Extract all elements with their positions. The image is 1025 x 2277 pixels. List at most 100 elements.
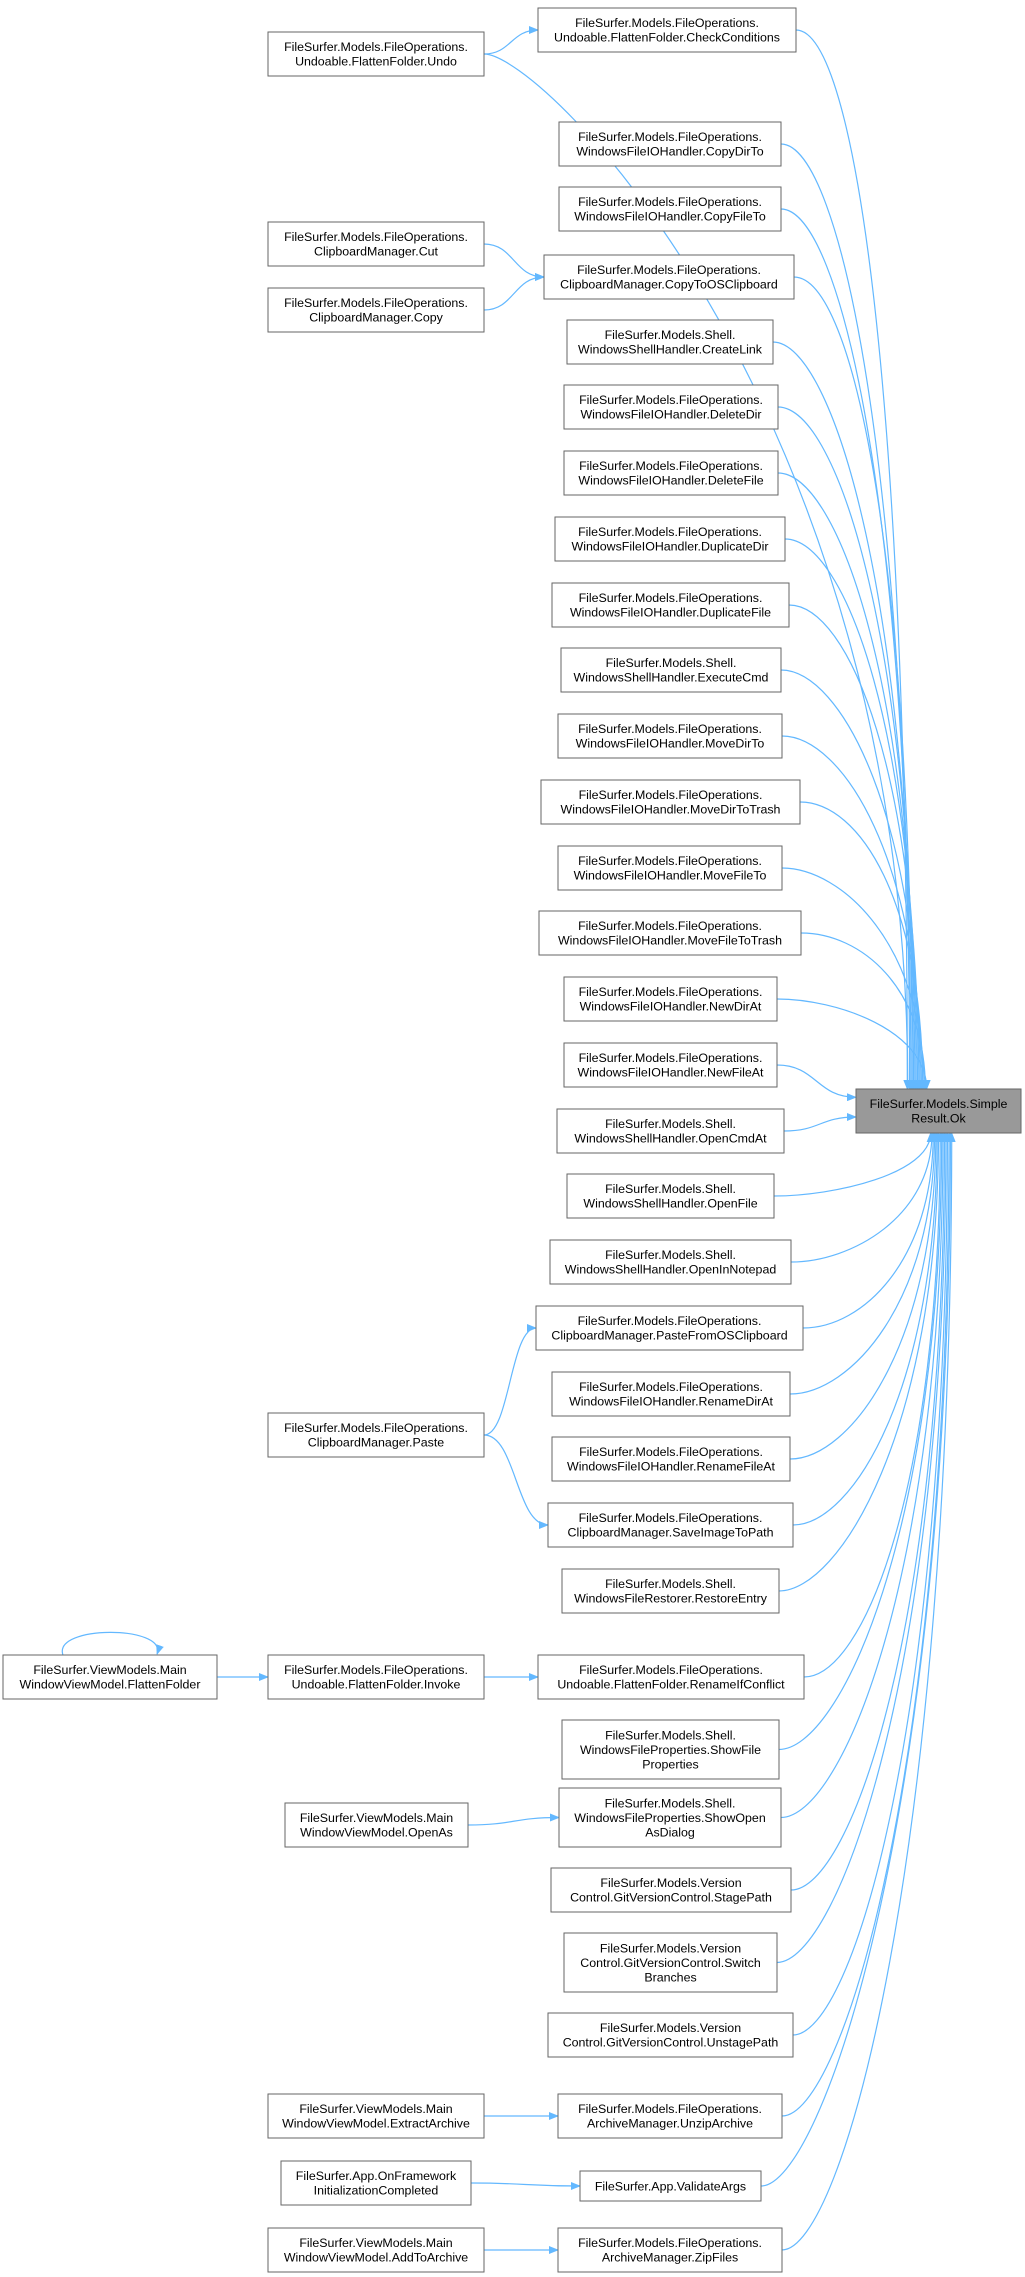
node-box[interactable] (579, 2170, 762, 2202)
node-cb-pastefrom[interactable]: FileSurfer.Models.FileOperations.Clipboa… (535, 1305, 804, 1351)
node-showopenas[interactable]: FileSurfer.Models.Shell.WindowsFilePrope… (558, 1787, 782, 1848)
node-box[interactable] (554, 516, 786, 562)
node-box[interactable] (560, 647, 782, 693)
node-box[interactable] (551, 1436, 791, 1482)
edge-zip-to-ok (781, 1132, 956, 2251)
node-movedir[interactable]: FileSurfer.Models.FileOperations.Windows… (557, 713, 783, 759)
node-label-line: FileSurfer.Models.FileOperations. (284, 296, 468, 310)
node-opennotepad[interactable]: FileSurfer.Models.Shell.WindowsShellHand… (549, 1239, 792, 1285)
node-fl-check[interactable]: FileSurfer.Models.FileOperations.Undoabl… (537, 7, 797, 53)
node-box[interactable] (537, 7, 797, 53)
node-fl-invoke[interactable]: FileSurfer.Models.FileOperations.Undoabl… (267, 1654, 485, 1700)
node-newdir[interactable]: FileSurfer.Models.FileOperations.Windows… (563, 976, 778, 1022)
node-box[interactable] (267, 1654, 485, 1700)
node-box[interactable] (535, 1305, 804, 1351)
node-box[interactable] (543, 254, 795, 300)
edge-movefiletrash-to-ok (800, 932, 930, 1090)
node-box[interactable] (267, 1412, 485, 1458)
node-box[interactable] (561, 1719, 780, 1780)
node-dupfile[interactable]: FileSurfer.Models.FileOperations.Windows… (551, 582, 790, 628)
node-box[interactable] (538, 910, 802, 956)
node-box[interactable] (557, 2093, 783, 2139)
node-deletedir[interactable]: FileSurfer.Models.FileOperations.Windows… (563, 384, 779, 430)
node-validate[interactable]: FileSurfer.App.ValidateArgs (579, 2170, 762, 2202)
node-fl-rename[interactable]: FileSurfer.Models.FileOperations.Undoabl… (537, 1654, 805, 1700)
node-unzip[interactable]: FileSurfer.Models.FileOperations.Archive… (557, 2093, 783, 2139)
node-box[interactable] (267, 2093, 485, 2139)
edge-newfile-to-ok (776, 1064, 857, 1102)
node-box[interactable] (561, 1568, 780, 1614)
node-deletefile[interactable]: FileSurfer.Models.FileOperations.Windows… (563, 450, 779, 496)
node-label-line: WindowsFileIOHandler.NewDirAt (580, 1000, 762, 1014)
edge-cb_paste-to-cb_pastefrom (483, 1324, 537, 1436)
edge-cb_copy-to-cb_toos (483, 273, 545, 311)
node-box[interactable] (267, 31, 485, 77)
node-box[interactable] (557, 845, 783, 891)
node-box[interactable] (558, 121, 782, 167)
node-box[interactable] (267, 2227, 485, 2273)
node-stage[interactable]: FileSurfer.Models.VersionControl.GitVers… (550, 1867, 792, 1913)
node-movefiletrash[interactable]: FileSurfer.Models.FileOperations.Windows… (538, 910, 802, 956)
node-restore[interactable]: FileSurfer.Models.Shell.WindowsFileResto… (561, 1568, 780, 1614)
node-copydir[interactable]: FileSurfer.Models.FileOperations.Windows… (558, 121, 782, 167)
node-box[interactable] (566, 319, 774, 365)
node-vm-addarchive[interactable]: FileSurfer.ViewModels.MainWindowViewMode… (267, 2227, 485, 2273)
edge-cb_paste-to-cb_saveimg (483, 1434, 549, 1529)
node-vm-flatten[interactable]: FileSurfer.ViewModels.MainWindowViewMode… (2, 1654, 218, 1700)
node-box[interactable] (540, 779, 801, 825)
node-vm-openas[interactable]: FileSurfer.ViewModels.MainWindowViewMode… (284, 1802, 469, 1848)
node-showprops[interactable]: FileSurfer.Models.Shell.WindowsFilePrope… (561, 1719, 780, 1780)
node-box[interactable] (280, 2160, 472, 2206)
node-vm-extract[interactable]: FileSurfer.ViewModels.MainWindowViewMode… (267, 2093, 485, 2139)
node-createlink[interactable]: FileSurfer.Models.Shell.WindowsShellHand… (566, 319, 774, 365)
node-movedirtrash[interactable]: FileSurfer.Models.FileOperations.Windows… (540, 779, 801, 825)
edge-movefile-to-ok (781, 867, 929, 1090)
node-zip[interactable]: FileSurfer.Models.FileOperations.Archive… (557, 2227, 783, 2273)
node-fl-undo[interactable]: FileSurfer.Models.FileOperations.Undoabl… (267, 31, 485, 77)
node-box[interactable] (558, 186, 782, 232)
node-box[interactable] (537, 1654, 805, 1700)
node-box[interactable] (563, 976, 778, 1022)
node-box[interactable] (557, 713, 783, 759)
node-box[interactable] (547, 1502, 794, 1548)
node-renamefile[interactable]: FileSurfer.Models.FileOperations.Windows… (551, 1436, 791, 1482)
node-box[interactable] (557, 2227, 783, 2273)
node-box[interactable] (2, 1654, 218, 1700)
node-box[interactable] (547, 2012, 794, 2058)
node-box[interactable] (563, 450, 779, 496)
node-box[interactable] (267, 287, 485, 333)
node-openfile[interactable]: FileSurfer.Models.Shell.WindowsShellHand… (566, 1173, 775, 1219)
node-app-init[interactable]: FileSurfer.App.OnFrameworkInitialization… (280, 2160, 472, 2206)
node-label-line: WindowViewModel.AddToArchive (284, 2251, 468, 2265)
node-cb-copy[interactable]: FileSurfer.Models.FileOperations.Clipboa… (267, 287, 485, 333)
node-box[interactable] (549, 1239, 792, 1285)
node-opencmd[interactable]: FileSurfer.Models.Shell.WindowsShellHand… (556, 1108, 785, 1154)
node-cb-toos[interactable]: FileSurfer.Models.FileOperations.Clipboa… (543, 254, 795, 300)
node-box[interactable] (551, 1371, 791, 1417)
node-label-line: FileSurfer.Models.FileOperations. (575, 16, 759, 30)
node-cb-cut[interactable]: FileSurfer.Models.FileOperations.Clipboa… (267, 221, 485, 267)
node-box[interactable] (556, 1108, 785, 1154)
node-box[interactable] (550, 1867, 792, 1913)
node-box[interactable] (563, 384, 779, 430)
node-box[interactable] (551, 582, 790, 628)
node-cb-paste[interactable]: FileSurfer.Models.FileOperations.Clipboa… (267, 1412, 485, 1458)
node-box[interactable] (563, 1042, 778, 1088)
node-box[interactable] (284, 1802, 469, 1848)
node-box[interactable] (566, 1173, 775, 1219)
node-unstage[interactable]: FileSurfer.Models.VersionControl.GitVers… (547, 2012, 794, 2058)
node-execcmd[interactable]: FileSurfer.Models.Shell.WindowsShellHand… (560, 647, 782, 693)
node-box[interactable] (563, 1932, 778, 1993)
node-movefile[interactable]: FileSurfer.Models.FileOperations.Windows… (557, 845, 783, 891)
node-cb-saveimg[interactable]: FileSurfer.Models.FileOperations.Clipboa… (547, 1502, 794, 1548)
node-box[interactable] (558, 1787, 782, 1848)
node-copyfile[interactable]: FileSurfer.Models.FileOperations.Windows… (558, 186, 782, 232)
node-switch[interactable]: FileSurfer.Models.VersionControl.GitVers… (563, 1932, 778, 1993)
node-label-line: FileSurfer.ViewModels.Main (300, 1811, 453, 1825)
node-dupdir[interactable]: FileSurfer.Models.FileOperations.Windows… (554, 516, 786, 562)
node-box[interactable] (267, 221, 485, 267)
node-renamedir[interactable]: FileSurfer.Models.FileOperations.Windows… (551, 1371, 791, 1417)
node-box[interactable] (855, 1088, 1022, 1134)
node-newfile[interactable]: FileSurfer.Models.FileOperations.Windows… (563, 1042, 778, 1088)
